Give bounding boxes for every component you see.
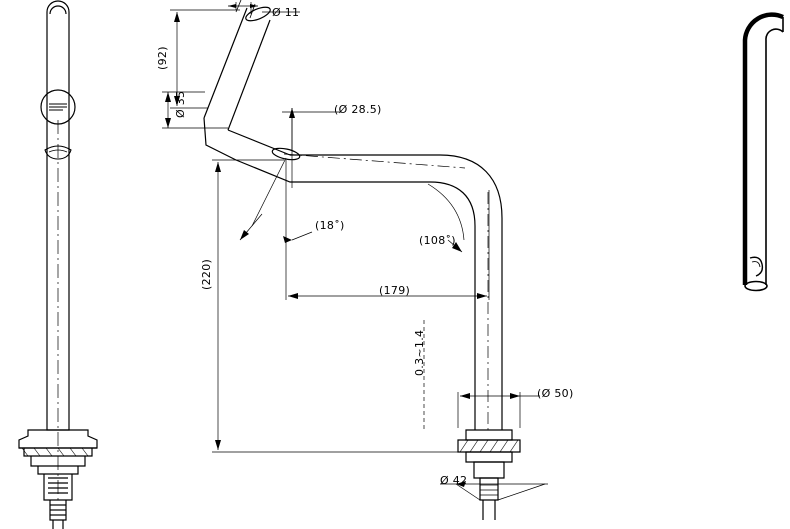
dim-spout-angle: (18˚) (315, 219, 345, 232)
dim-thread-diameter: Ø 42 (440, 474, 468, 487)
dim-neck-height: (92) (156, 46, 169, 70)
dim-spout-bore: Ø 11 (272, 6, 300, 19)
dim-base-cover-diameter: (Ø 50) (537, 387, 574, 400)
dim-reach: (179) (379, 284, 411, 297)
dim-elbow-angle: (108˚) (419, 234, 456, 247)
dim-total-height: (220) (200, 258, 213, 290)
dim-deck-thickness: 0.3~1.4 (413, 329, 426, 376)
dim-upper-tube-diameter: Ø 35 (174, 90, 187, 118)
dim-main-tube-diameter: (Ø 28.5) (334, 103, 382, 116)
